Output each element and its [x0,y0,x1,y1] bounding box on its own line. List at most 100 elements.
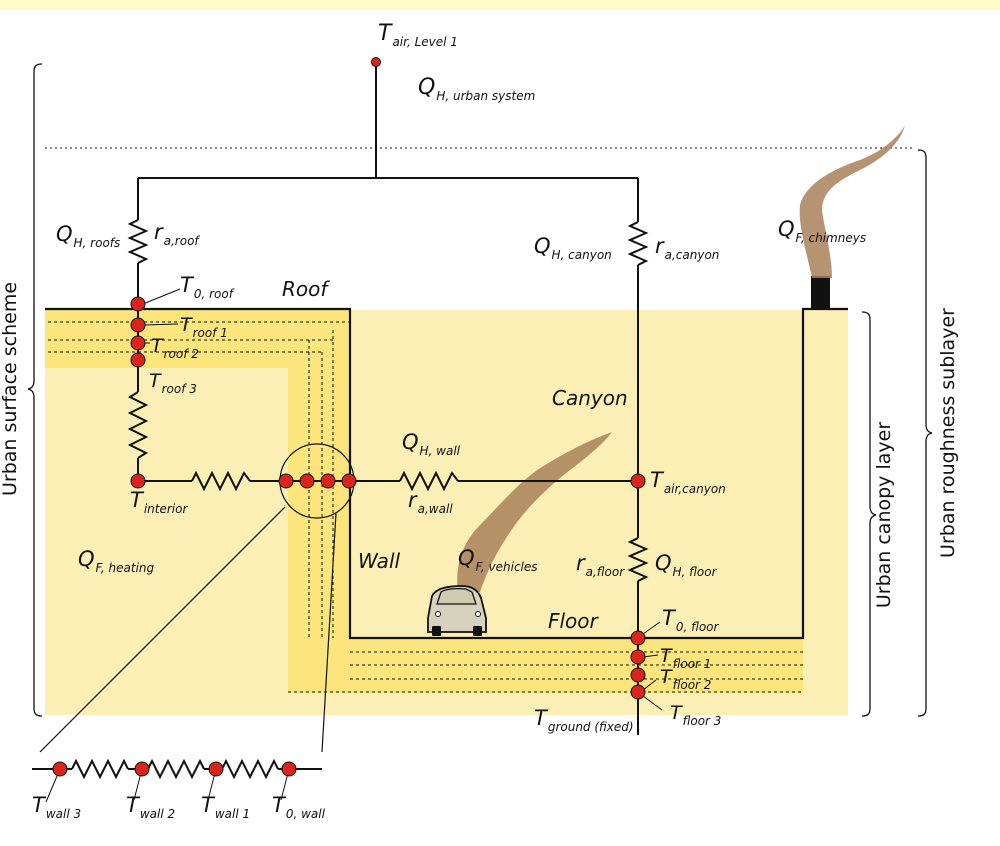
q-h-floor-symbol: Q [655,551,672,575]
node-dot-icon [630,684,646,700]
t-roof2-label: Troof 2 [151,335,199,361]
t-wall2-symbol: T [126,793,141,817]
q-f-chimneys-subscript: F, chimneys [796,231,867,245]
t0-wall-symbol: T [272,793,287,817]
t-floor3-symbol: T [670,702,683,724]
t-floor2-subscript: floor 2 [673,678,712,692]
node-dot-icon [371,57,381,67]
r-a-floor-symbol: r [576,551,586,575]
t-air-level1-symbol: T [378,21,393,46]
t-floor3-subscript: floor 3 [683,714,722,728]
node-dot-icon [630,473,646,489]
wall-chain [32,758,322,780]
q-h-roofs-label: QH, roofs [56,222,120,250]
t-interior-subscript: interior [144,502,189,516]
zoom-line [321,512,337,753]
t-air-canyon-label: Tair,canyon [650,468,726,496]
smoke-plume-icon [799,125,905,278]
t-roof2-subscript: roof 2 [164,347,199,361]
urban-surface-scheme-label: Urban surface scheme [0,282,21,496]
zoom-line [39,506,286,753]
node-dot-icon [208,761,224,777]
r-a-wall-symbol: r [408,488,418,512]
floor-layer-band [288,638,803,693]
node-dot-icon [278,473,294,489]
t-air-level1-subscript: air, Level 1 [392,35,457,49]
t-roof3-symbol: T [149,370,162,392]
roof-wall-layer-band [45,310,350,638]
q-h-urban-system-symbol: Q [418,75,435,100]
t0-roof-subscript: 0, roof [194,287,235,301]
r-a-roof-symbol: r [154,220,164,244]
t0-wall-subscript: 0, wall [286,807,326,821]
node-dot-icon [52,761,68,777]
t0-roof-symbol: T [180,273,195,297]
q-f-heating-subscript: F, heating [96,561,155,575]
t-floor1-symbol: T [660,645,673,667]
roof-layer-lines [48,321,350,638]
q-f-vehicles-label: QF, vehicles [458,546,538,574]
t-ground-symbol: T [534,706,549,730]
t0-floor-subscript: 0, floor [676,620,720,634]
t-roof3-subscript: roof 3 [162,382,197,396]
canyon-word: Canyon [552,386,628,410]
q-f-heating-label: QF, heating [78,547,155,575]
q-h-urban-system-label: QH, urban system [418,75,535,103]
node-dot-icon [630,667,646,683]
r-a-canyon-symbol: r [655,234,665,258]
r-a-wall-label: ra,wall [408,488,453,516]
t-wall1-subscript: wall 1 [215,807,250,821]
t-air-level1-label: Tair, Level 1 [378,21,458,49]
node-dot-icon [130,317,146,333]
r-a-roof-subscript: a,roof [164,234,201,248]
node-dot-icon [341,473,357,489]
car-icon [427,585,487,636]
top-band [0,0,1000,10]
stack-layer-band [803,310,848,715]
t-air-canyon-symbol: T [650,468,665,492]
node-dot-icon [130,473,146,489]
t-floor3-label: Tfloor 3 [670,702,721,728]
q-h-urban-system-subscript: H, urban system [436,89,535,103]
floor-layer-lines [288,651,803,693]
resistor-icon [127,219,149,264]
node-dot-icon [130,352,146,368]
resistor-icon [627,537,649,582]
node-dot-icon [281,761,297,777]
smoke-plume-icon [457,432,612,592]
chimney-icon [811,276,830,308]
urban-roughness-sublayer-label: Urban roughness sublayer [937,308,959,558]
t-wall1-label: Twall 1 [201,793,250,821]
t0-floor-label: T0, floor [662,606,720,634]
t-floor2-label: Tfloor 2 [660,666,711,692]
q-f-heating-symbol: Q [78,547,95,571]
t-air-canyon-subscript: air,canyon [664,482,726,496]
r-a-floor-subscript: a,floor [586,565,626,579]
node-dot-icon [630,630,646,646]
urban-outline [45,307,848,640]
q-h-wall-label: QH, wall [402,430,461,458]
resistor-icon [627,221,649,266]
q-f-chimneys-symbol: Q [778,217,795,241]
t0-wall-label: T0, wall [272,793,326,821]
q-f-vehicles-subscript: F, vehicles [476,560,538,574]
side-brackets [27,63,933,717]
q-h-roofs-symbol: Q [56,222,73,246]
t-floor1-subscript: floor 1 [673,657,712,671]
t-interior-label: Tinterior [130,488,188,516]
t-roof3-label: Troof 3 [149,370,197,396]
t-wall3-symbol: T [32,793,47,817]
t-floor2-symbol: T [660,666,673,688]
r-a-canyon-subscript: a,canyon [665,248,720,262]
q-f-vehicles-symbol: Q [458,546,475,570]
t0-floor-symbol: T [662,606,677,630]
r-a-floor-label: ra,floor [576,551,625,579]
node-group [52,57,646,777]
q-h-wall-subscript: H, wall [420,444,461,458]
q-h-canyon-subscript: H, canyon [552,248,612,262]
t-roof1-subscript: roof 1 [193,326,228,340]
t-ground-subscript: ground (fixed) [548,720,634,734]
urban-canopy-layer-label: Urban canopy layer [873,422,895,608]
t-wall1-symbol: T [201,793,216,817]
